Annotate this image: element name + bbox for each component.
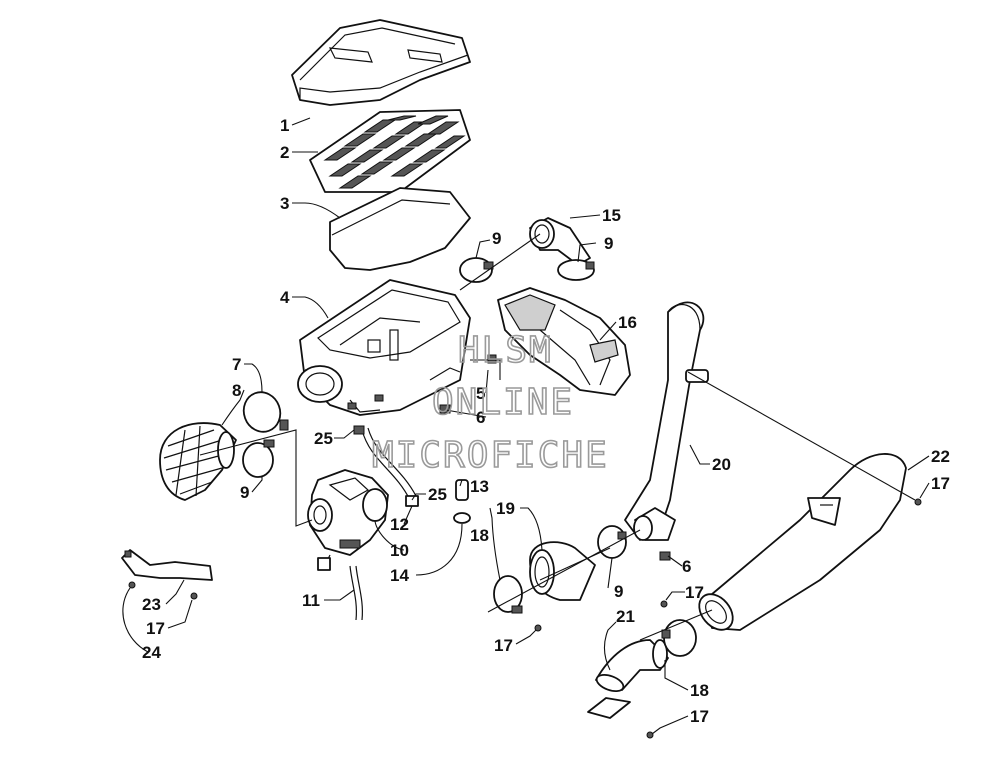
callout-4: 4 bbox=[280, 288, 290, 307]
callout-25-b: 25 bbox=[428, 485, 447, 504]
clamp-9-lower[interactable] bbox=[597, 525, 627, 559]
callout-9-a: 9 bbox=[492, 229, 501, 248]
part-clip-14[interactable] bbox=[453, 512, 471, 524]
callout-17-b: 17 bbox=[685, 583, 704, 602]
callout-18-b: 18 bbox=[690, 681, 709, 700]
part-air-box[interactable] bbox=[297, 279, 471, 416]
part-filter-pad[interactable] bbox=[329, 187, 471, 271]
callout-7: 7 bbox=[232, 355, 241, 374]
callout-17-d: 17 bbox=[690, 707, 709, 726]
part-carburetor-10[interactable] bbox=[307, 469, 389, 571]
watermark: HLSM ONLINE MICROFICHE bbox=[371, 329, 609, 477]
part-vent-hose-12[interactable] bbox=[361, 427, 419, 507]
part-accordion-boot-8[interactable] bbox=[159, 422, 237, 501]
callout-13: 13 bbox=[470, 477, 489, 496]
part-air-box-cover[interactable] bbox=[291, 19, 471, 106]
assembly-lines bbox=[199, 233, 916, 641]
callout-24: 24 bbox=[142, 643, 161, 662]
callout-16: 16 bbox=[618, 313, 637, 332]
part-drain-hose-11[interactable] bbox=[349, 565, 363, 621]
screws bbox=[128, 354, 922, 739]
callout-25-a: 25 bbox=[314, 429, 333, 448]
callout-1: 1 bbox=[280, 116, 289, 135]
part-long-pipe-20[interactable] bbox=[624, 301, 709, 541]
callout-17-a: 17 bbox=[931, 474, 950, 493]
part-filter-grid[interactable] bbox=[309, 109, 471, 193]
callout-18-a: 18 bbox=[470, 526, 489, 545]
callout-10: 10 bbox=[390, 541, 409, 560]
part-plate-18[interactable] bbox=[587, 697, 631, 719]
callout-14: 14 bbox=[390, 566, 409, 585]
part-clamp-18-upper[interactable] bbox=[493, 575, 523, 614]
part-intake-boot-16[interactable] bbox=[497, 287, 631, 396]
callout-9-c: 9 bbox=[240, 483, 249, 502]
watermark-line-2: ONLINE bbox=[432, 382, 574, 423]
part-fitting-25[interactable] bbox=[353, 425, 365, 435]
part-bracket-23[interactable] bbox=[121, 549, 213, 581]
callout-6-b: 6 bbox=[682, 557, 691, 576]
callout-9-d: 9 bbox=[614, 582, 623, 601]
clamp-9-right[interactable] bbox=[557, 259, 595, 281]
leader-lines bbox=[122, 117, 930, 735]
callout-8: 8 bbox=[232, 381, 241, 400]
part-pipe-stub[interactable] bbox=[633, 507, 676, 541]
callout-19: 19 bbox=[496, 499, 515, 518]
callout-5: 5 bbox=[476, 384, 485, 403]
callout-12: 12 bbox=[390, 515, 409, 534]
callout-2: 2 bbox=[280, 143, 289, 162]
callout-20: 20 bbox=[712, 455, 731, 474]
callout-labels: 1 2 3 4 7 8 9 15 9 16 5 6 25 9 25 13 19 … bbox=[142, 116, 950, 726]
watermark-line-3: MICROFICHE bbox=[372, 435, 609, 476]
callout-23: 23 bbox=[142, 595, 161, 614]
part-coupler-19[interactable] bbox=[529, 541, 596, 601]
callout-17-e: 17 bbox=[146, 619, 165, 638]
clamp-9-left[interactable] bbox=[242, 439, 275, 478]
callout-9-b: 9 bbox=[604, 234, 613, 253]
callout-22: 22 bbox=[931, 447, 950, 466]
part-big-duct-22[interactable] bbox=[692, 453, 907, 636]
clamp-9-upper[interactable] bbox=[459, 257, 494, 283]
part-clamp-18-lower[interactable] bbox=[661, 619, 697, 657]
part-filter-13[interactable] bbox=[455, 479, 469, 501]
part-elbow-15[interactable] bbox=[529, 217, 591, 266]
watermark-line-1: HLSM bbox=[458, 330, 553, 371]
callout-11: 11 bbox=[302, 591, 320, 610]
callout-21: 21 bbox=[616, 607, 635, 626]
callout-15: 15 bbox=[602, 206, 621, 225]
callout-17-c: 17 bbox=[494, 636, 513, 655]
part-elbow-21[interactable] bbox=[594, 639, 669, 694]
clamp-7[interactable] bbox=[238, 387, 289, 437]
callout-3: 3 bbox=[280, 194, 289, 213]
callout-6-a: 6 bbox=[476, 408, 485, 427]
